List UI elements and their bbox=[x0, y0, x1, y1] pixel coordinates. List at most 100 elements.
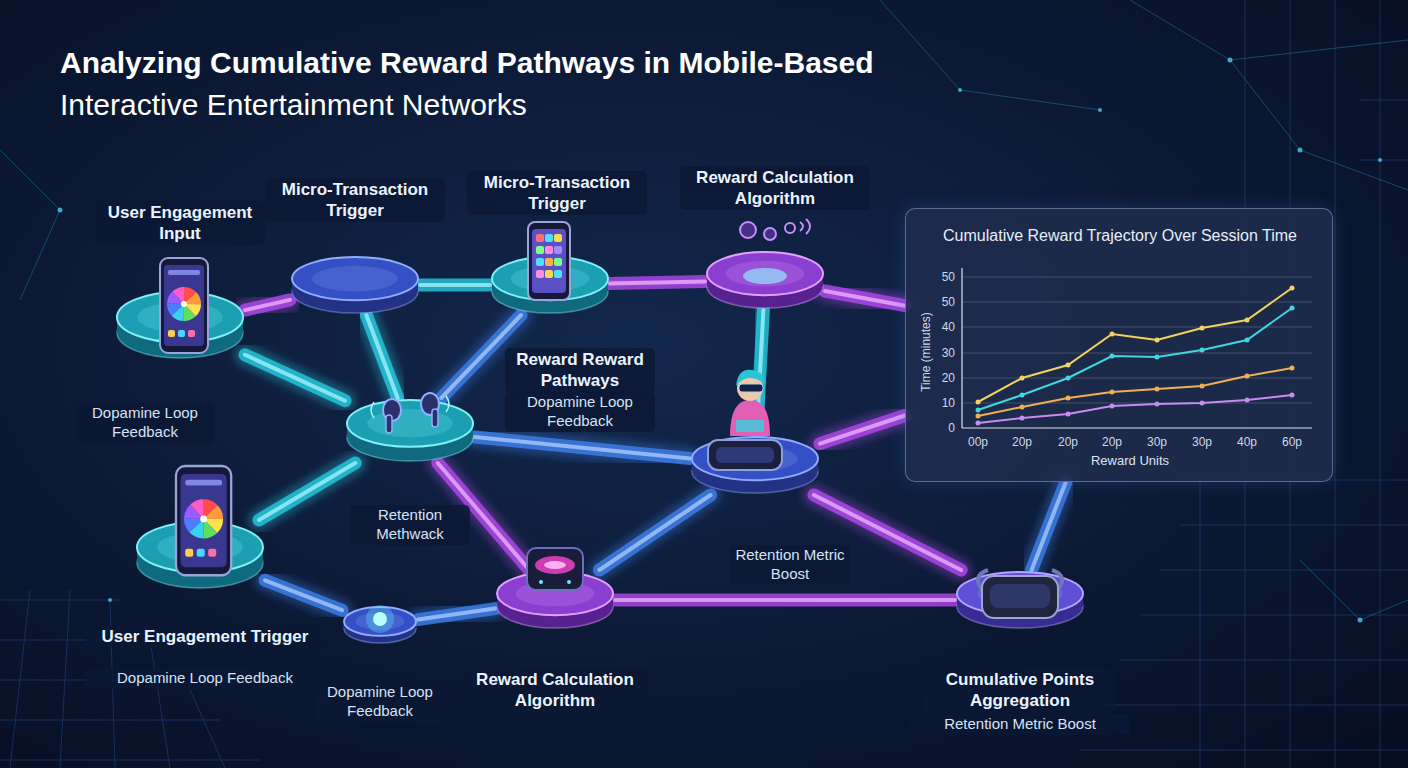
disc-top bbox=[347, 400, 473, 447]
platform-disc bbox=[490, 255, 610, 315]
pipe-body bbox=[245, 300, 290, 310]
axis-tick: 40 bbox=[931, 319, 959, 336]
disc-top bbox=[957, 572, 1083, 615]
platform-disc bbox=[115, 290, 245, 360]
pipe-connector bbox=[245, 300, 290, 310]
platform-disc bbox=[290, 255, 420, 315]
node-label: Retention Metric Boost bbox=[730, 545, 850, 585]
axis-tick: 40p bbox=[1227, 434, 1267, 451]
platform-disc bbox=[690, 435, 820, 495]
disc-node: Micro-Transaction Trigger bbox=[490, 255, 610, 315]
disc-top bbox=[344, 607, 416, 636]
pipe-glow bbox=[615, 589, 955, 611]
node-sublabel: Retention Metric Boost bbox=[910, 714, 1130, 735]
pipe-body bbox=[610, 281, 705, 283]
disc-top bbox=[497, 572, 613, 615]
axis-tick: 50 bbox=[931, 269, 959, 286]
pipe-core bbox=[615, 598, 955, 602]
disc-top bbox=[707, 252, 823, 295]
pipe-body bbox=[820, 416, 905, 444]
floating-label: Reward Reward Pathways bbox=[505, 348, 655, 393]
disc-top bbox=[492, 257, 608, 300]
network-dots bbox=[58, 58, 1383, 623]
pipe-connector bbox=[757, 310, 764, 435]
axis-tick: 20p bbox=[1092, 434, 1132, 451]
disc-glow bbox=[726, 261, 805, 287]
pipe-core bbox=[757, 310, 764, 435]
pipe-body bbox=[418, 609, 495, 620]
node-label: Reward Calculation Algorithm bbox=[680, 166, 870, 211]
disc-glow bbox=[157, 532, 243, 562]
disc-glow bbox=[712, 446, 798, 472]
pipe-core bbox=[610, 281, 705, 283]
pipe-body bbox=[259, 463, 355, 520]
disc-glow bbox=[516, 581, 595, 607]
axis-tick: 20p bbox=[1002, 434, 1042, 451]
pipe-glow bbox=[757, 310, 764, 435]
pipe-core bbox=[420, 283, 490, 287]
pipe-glow bbox=[820, 416, 905, 444]
pipe-glow bbox=[825, 291, 905, 306]
disc-glow bbox=[356, 613, 405, 630]
axis-tick: 50 bbox=[931, 294, 959, 311]
disc-top bbox=[117, 292, 243, 342]
pipe-glow bbox=[420, 274, 490, 296]
pipe-body bbox=[245, 355, 345, 401]
axis-tick: 60p bbox=[1272, 434, 1312, 451]
pipe-glow bbox=[599, 495, 710, 570]
pipe-glow bbox=[259, 463, 355, 520]
platform-disc bbox=[135, 520, 265, 590]
pipe-body bbox=[366, 315, 397, 398]
node-label: Micro-Transaction Trigger bbox=[467, 171, 647, 216]
disc-glow bbox=[137, 302, 223, 332]
platform-disc bbox=[955, 570, 1085, 630]
axis-tick: 30p bbox=[1137, 434, 1177, 451]
disc-glow bbox=[312, 266, 398, 292]
floating-label: Dopamine Loop Feedback bbox=[505, 392, 655, 432]
bubble-icon bbox=[740, 219, 810, 240]
pipe-core bbox=[475, 437, 690, 459]
diagram-title: Analyzing Cumulative Reward Pathways in … bbox=[60, 42, 960, 126]
pipe-connector bbox=[245, 355, 345, 401]
disc-node: Retention Methwack bbox=[345, 398, 475, 463]
disc-node: Retention Metric Boost bbox=[690, 435, 820, 495]
pipe-core bbox=[259, 463, 355, 520]
pipe-body bbox=[1032, 482, 1066, 570]
axis-tick: 20 bbox=[931, 370, 959, 387]
pipe-core bbox=[265, 580, 342, 610]
disc-top bbox=[137, 522, 263, 572]
pipe-core bbox=[366, 315, 397, 398]
node-label: Retention Methwack bbox=[350, 505, 470, 545]
node-label: Micro-Transaction Trigger bbox=[265, 178, 445, 223]
axis-tick: 10 bbox=[931, 395, 959, 412]
disc-glow bbox=[367, 409, 453, 437]
disc-node: Cumulative Points AggregationRetention M… bbox=[955, 570, 1085, 630]
axis-title: Reward Units bbox=[1070, 452, 1190, 470]
pipe-body bbox=[265, 580, 342, 610]
node-label: Cumulative Points Aggregation bbox=[925, 668, 1115, 713]
disc-glow bbox=[511, 266, 590, 292]
axis-title: Time (minutes) bbox=[918, 308, 935, 396]
pipe-body bbox=[599, 495, 710, 570]
pipe-core bbox=[599, 495, 710, 570]
platform-disc bbox=[345, 398, 475, 463]
pipe-body bbox=[757, 310, 764, 435]
axis-tick: 20p bbox=[1048, 434, 1088, 451]
pipe-body bbox=[825, 291, 905, 306]
pipe-core bbox=[245, 355, 345, 401]
axis-tick: 00p bbox=[958, 434, 998, 451]
axis-tick: 0 bbox=[931, 420, 959, 437]
node-sublabel: Dopamine Loop Feedback bbox=[75, 403, 215, 443]
pipe-glow bbox=[265, 580, 342, 610]
pipe-connector bbox=[825, 291, 905, 306]
platform-disc bbox=[495, 570, 615, 630]
pipe-core bbox=[1032, 482, 1066, 570]
pipe-connector bbox=[610, 281, 705, 283]
disc-node: Reward Calculation Algorithm bbox=[495, 570, 615, 630]
pipe-connector bbox=[420, 285, 490, 286]
platform-disc bbox=[705, 250, 825, 310]
pipe-body bbox=[615, 594, 955, 607]
disc-top bbox=[692, 437, 818, 480]
